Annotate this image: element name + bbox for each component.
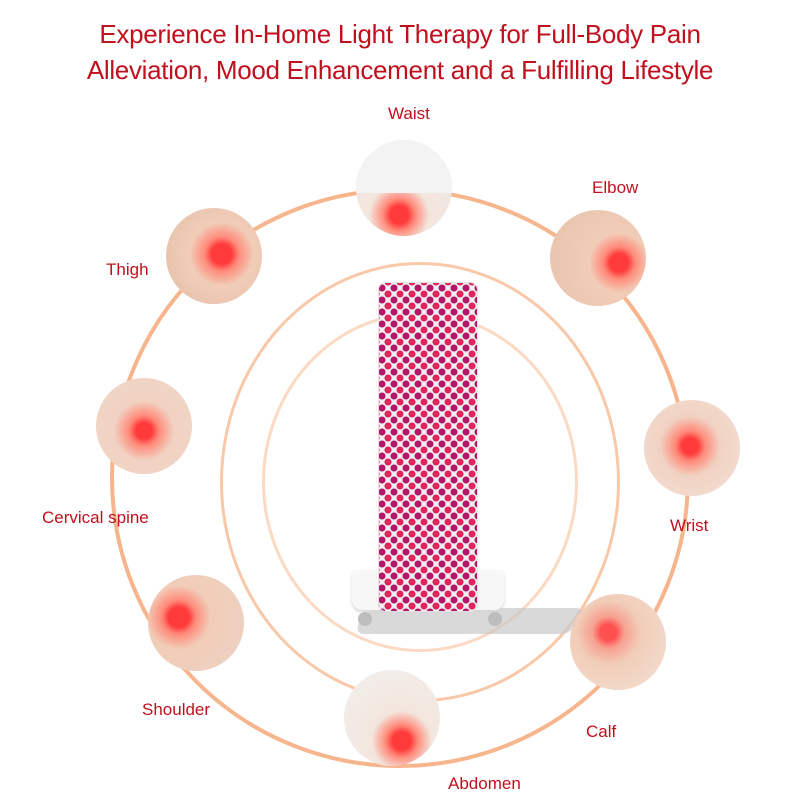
headline-line-2: Alleviation, Mood Enhancement and a Fulf… (86, 55, 714, 85)
label-elbow: Elbow (592, 178, 639, 197)
wrist-image (644, 400, 740, 496)
elbow-image (550, 210, 646, 306)
label-shoulder: Shoulder (142, 700, 211, 719)
label-wrist: Wrist (670, 516, 709, 535)
wheel-icon (488, 612, 502, 626)
label-cervical-spine: Cervical spine (42, 508, 149, 527)
shoulder-image (148, 575, 244, 671)
label-calf: Calf (586, 722, 617, 741)
label-thigh: Thigh (106, 260, 149, 279)
headline-line-1: Experience In-Home Light Therapy for Ful… (99, 19, 701, 49)
label-abdomen: Abdomen (448, 774, 521, 793)
cervical-spine-image (96, 378, 192, 474)
calf-image (570, 594, 666, 690)
abdomen-image (344, 670, 440, 766)
waist-image (356, 140, 452, 236)
thigh-image (166, 208, 262, 304)
label-waist: Waist (388, 104, 430, 123)
wheel-icon (358, 612, 372, 626)
light-therapy-panel (378, 282, 478, 612)
